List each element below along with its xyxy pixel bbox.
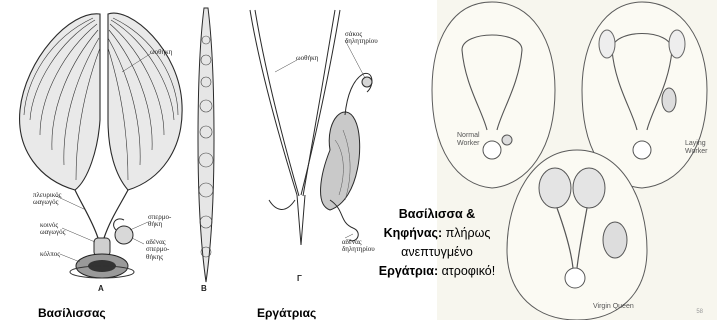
- description-developed: ανεπτυγμένο: [362, 243, 512, 262]
- description-queen-drone: Βασίλισσα &: [399, 207, 475, 221]
- description-worker-label: Εργάτρια:: [379, 264, 438, 278]
- caption-worker: Εργάτριας: [257, 306, 316, 320]
- description-fully: πλήρως: [442, 226, 490, 240]
- description-drone-label: Κηφήνας:: [384, 226, 443, 240]
- panel-letter-g: Γ: [297, 274, 302, 283]
- panel-letter-a: A: [98, 284, 104, 293]
- label-lateral-oviduct: πλευρικός ωαγωγός: [33, 192, 61, 207]
- label-virgin-queen: Virgin Queen: [593, 303, 634, 311]
- description-block: Βασίλισσα & Κηφήνας: πλήρως ανεπτυγμένο …: [362, 205, 512, 281]
- caption-queen: Βασίλισσας: [38, 306, 106, 320]
- panel-letter-b: B: [201, 284, 207, 293]
- label-ovariole: ωοθήκη: [150, 49, 172, 56]
- label-spermathecal-gland: αδένας σπερμο- θήκης: [146, 239, 169, 261]
- label-ovary-worker: ωοθήκη: [296, 55, 318, 62]
- queen-reproductive-system-drawing: [0, 0, 200, 300]
- label-normal-worker: Normal Worker: [457, 132, 480, 148]
- label-common-oviduct: κοινός ωαγωγός: [40, 222, 65, 237]
- slide-number: 58: [696, 309, 703, 315]
- label-venom-sac: σάκος δηλητηρίου: [345, 31, 378, 46]
- label-laying-worker: Laying Worker: [685, 140, 707, 156]
- label-vagina: κόλπος: [40, 251, 60, 258]
- description-atrophic: ατροφικό!: [438, 264, 495, 278]
- label-spermatheca: σπερμο- θήκη: [148, 214, 171, 229]
- worker-ovariole-drawing: [192, 0, 222, 300]
